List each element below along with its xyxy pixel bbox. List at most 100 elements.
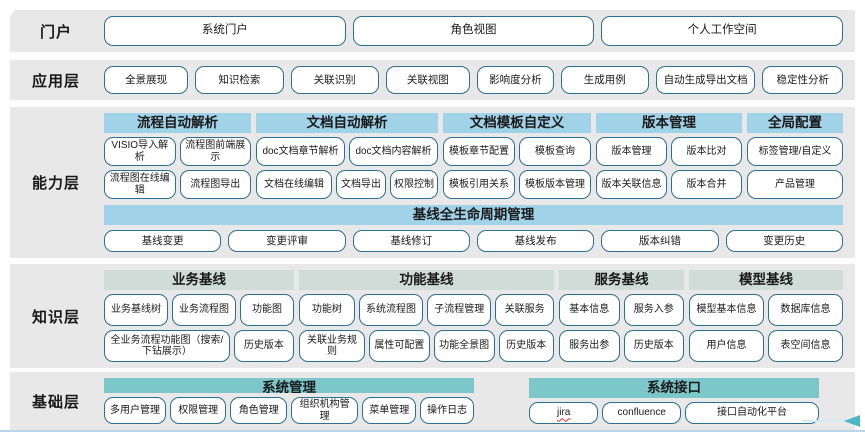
group-row: 标签管理/自定义 (747, 137, 843, 166)
feature-button[interactable]: 接口自动化平台 (685, 402, 819, 424)
application-button[interactable]: 关联识别 (290, 66, 379, 94)
group-row: 文档在线编辑 文档导出 权限控制 (256, 170, 438, 199)
feature-button[interactable]: 权限控制 (390, 170, 438, 199)
feature-button[interactable]: 功能树 (299, 294, 355, 326)
feature-button[interactable]: 版本纠错 (601, 230, 719, 252)
bottom-border-line (0, 430, 865, 432)
feature-button[interactable]: 多用户管理 (104, 397, 166, 424)
group-row: 流程图在线编辑 流程图导出 (104, 170, 251, 199)
group-row: doc文档章节解析 doc文档内容解析 (256, 137, 438, 166)
application-button[interactable]: 自动生成导出文档 (655, 66, 756, 94)
feature-button[interactable]: 用户信息 (689, 330, 764, 362)
feature-button[interactable]: 历史版本 (498, 330, 554, 362)
group-row: 功能树 系统流程图 子流程管理 关联服务 (299, 294, 554, 326)
portal-button[interactable]: 个人工作空间 (601, 16, 844, 46)
feature-button[interactable]: 系统流程图 (358, 294, 424, 326)
portal-button[interactable]: 角色视图 (352, 16, 595, 46)
group-row: 模型基本信息 数据库信息 (689, 294, 843, 326)
group-service-baseline: 服务基线 基本信息 服务入参 服务出参 历史版本 (559, 270, 684, 362)
application-button[interactable]: 生成用例 (560, 66, 649, 94)
group-system-interface: 系统接口 jira confluence 接口自动化平台 (529, 378, 819, 424)
group-flow-parse: 流程自动解析 VISIO导入解析 流程图前端展示 流程图在线编辑 流程图导出 (104, 113, 251, 199)
portal-button[interactable]: 系统门户 (104, 16, 346, 46)
feature-button[interactable]: 历史版本 (623, 330, 684, 362)
feature-button[interactable]: 流程图前端展示 (179, 137, 251, 166)
feature-button[interactable]: confluence (602, 402, 682, 424)
foundation-layer-label: 基础层 (31, 393, 80, 411)
jira-label: jira (557, 407, 571, 419)
feature-button[interactable]: 模板查询 (519, 137, 591, 166)
feature-button[interactable]: 功能图 (240, 294, 294, 326)
feature-button[interactable]: 关联服务 (495, 294, 554, 326)
feature-button[interactable]: doc文档内容解析 (349, 137, 438, 166)
feature-button[interactable]: 版本管理 (596, 137, 667, 166)
feature-button[interactable]: 全业务流程功能图（搜索/下钻展示） (104, 330, 230, 362)
feature-button[interactable]: 服务入参 (623, 294, 684, 326)
feature-button[interactable]: 版本合并 (671, 170, 742, 199)
group-header-baseline-lifecycle: 基线全生命周期管理 (104, 205, 843, 225)
page-corner-cut (0, 0, 22, 30)
feature-button[interactable]: 流程图在线编辑 (104, 170, 176, 199)
feature-button[interactable]: 服务出参 (559, 330, 620, 362)
group-row: 版本关联信息 版本合并 (596, 170, 742, 199)
feature-button[interactable]: 基线发布 (476, 230, 595, 252)
feature-button[interactable]: 模板章节配置 (443, 137, 515, 166)
feature-button[interactable]: 历史版本 (233, 330, 294, 362)
group-header-business-baseline: 业务基线 (104, 270, 294, 290)
application-button[interactable]: 知识检索 (195, 66, 284, 94)
feature-button[interactable]: 功能全景图 (433, 330, 495, 362)
group-header-doc-parse: 文档自动解析 (256, 113, 438, 133)
feature-button[interactable]: 组织机构管理 (290, 397, 359, 424)
group-row: 模板章节配置 模板查询 (443, 137, 591, 166)
feature-button[interactable]: 表空间信息 (768, 330, 843, 362)
feature-button[interactable]: 变更历史 (725, 230, 843, 252)
feature-button[interactable]: 子流程管理 (427, 294, 492, 326)
feature-button[interactable]: 操作日志 (420, 397, 474, 424)
feature-button[interactable]: 文档在线编辑 (256, 170, 332, 199)
feature-button[interactable]: 变更评审 (228, 230, 346, 252)
feature-button[interactable]: 关联业务规则 (299, 330, 366, 362)
capability-groups: 流程自动解析 VISIO导入解析 流程图前端展示 流程图在线编辑 流程图导出 文… (104, 113, 843, 199)
group-business-baseline: 业务基线 业务基线树 业务流程图 功能图 全业务流程功能图（搜索/下钻展示） 历… (104, 270, 294, 362)
portal-layer-band: 门户 系统门户 角色视图 个人工作空间 (10, 10, 855, 52)
application-button[interactable]: 全景展现 (104, 66, 189, 94)
group-row: 多用户管理 权限管理 角色管理 组织机构管理 菜单管理 操作日志 (104, 397, 474, 424)
feature-button[interactable]: 权限管理 (169, 397, 227, 424)
feature-button[interactable]: 基线变更 (104, 230, 222, 252)
capability-layer-body: 流程自动解析 VISIO导入解析 流程图前端展示 流程图在线编辑 流程图导出 文… (102, 107, 855, 258)
feature-button-jira[interactable]: jira (529, 402, 599, 424)
application-button[interactable]: 稳定性分析 (762, 66, 843, 94)
group-row: 全业务流程功能图（搜索/下钻展示） 历史版本 (104, 330, 294, 362)
feature-button[interactable]: 业务流程图 (172, 294, 237, 326)
group-header-doc-template: 文档模板自定义 (443, 113, 591, 133)
group-header-service-baseline: 服务基线 (559, 270, 684, 290)
feature-button[interactable]: 菜单管理 (362, 397, 417, 424)
application-button[interactable]: 影响度分析 (477, 66, 554, 94)
feature-button[interactable]: 属性可配置 (369, 330, 430, 362)
feature-button[interactable]: 版本关联信息 (596, 170, 667, 199)
feature-button[interactable]: 基本信息 (559, 294, 620, 326)
feature-button[interactable]: doc文档章节解析 (256, 137, 345, 166)
feature-button[interactable]: 模板版本管理 (519, 170, 591, 199)
feature-button[interactable]: 数据库信息 (768, 294, 843, 326)
feature-button[interactable]: VISIO导入解析 (104, 137, 176, 166)
feature-button[interactable]: 文档导出 (336, 170, 386, 199)
feature-button[interactable]: 业务基线树 (104, 294, 169, 326)
feature-button[interactable]: 角色管理 (230, 397, 287, 424)
feature-button[interactable]: 模型基本信息 (689, 294, 764, 326)
portal-layer-label: 门户 (39, 23, 72, 41)
feature-button[interactable]: 模板引用关系 (443, 170, 515, 199)
knowledge-layer-body: 业务基线 业务基线树 业务流程图 功能图 全业务流程功能图（搜索/下钻展示） 历… (102, 264, 855, 368)
feature-button[interactable]: 流程图导出 (179, 170, 251, 199)
group-row: 版本管理 版本比对 (596, 137, 742, 166)
group-row: 产品管理 (747, 170, 843, 199)
feature-button[interactable]: 标签管理/自定义 (747, 137, 843, 166)
knowledge-layer-band: 知识层 业务基线 业务基线树 业务流程图 功能图 全业务流程功能图（搜索/下钻展… (10, 264, 855, 368)
group-row: 用户信息 表空间信息 (689, 330, 843, 362)
application-button[interactable]: 关联视图 (385, 66, 470, 94)
feature-button[interactable]: 版本比对 (671, 137, 742, 166)
left-arrow-icon (844, 415, 860, 427)
feature-button[interactable]: 基线修订 (352, 230, 470, 252)
feature-button[interactable]: 产品管理 (747, 170, 843, 199)
cursor-pointer (802, 415, 860, 427)
